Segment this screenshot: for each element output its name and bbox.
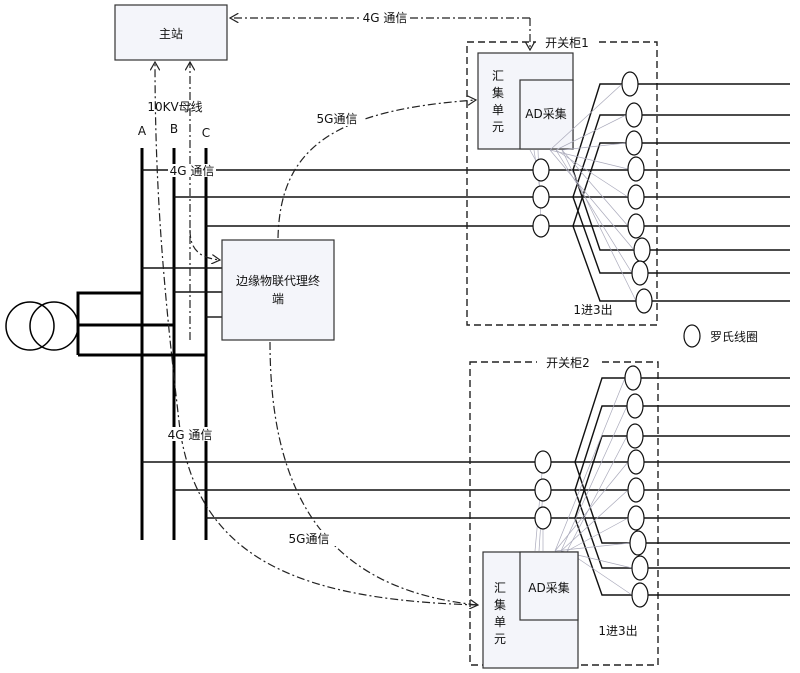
cabinet-2-collector-char: 汇 (494, 581, 506, 595)
rogowski-coil-icon (628, 157, 644, 181)
rogowski-coil-icon (626, 103, 642, 127)
rogowski-coil-icon (628, 185, 644, 209)
rogowski-coil-icon (628, 506, 644, 530)
rogowski-coil-icon (632, 556, 648, 580)
cabinet-2-title: 开关柜2 (546, 356, 590, 370)
fanout-branch (573, 226, 790, 301)
phase-b-label: B (170, 122, 178, 136)
rogowski-coil-icon (627, 394, 643, 418)
rogowski-coil-icon (630, 531, 646, 555)
rogowski-coil-icon (636, 289, 652, 313)
rogowski-coil-icon (628, 450, 644, 474)
cabinet-1-collector-char: 集 (492, 85, 504, 100)
rogowski-coil-icon (628, 478, 644, 502)
rogowski-coil-icon (533, 159, 549, 181)
fanout-branch (573, 197, 790, 273)
cabinet-2-fanout-label: 1进3出 (598, 624, 637, 638)
signal-wire (550, 150, 634, 250)
cabinet-2-collector-char: 集 (494, 597, 506, 612)
rogowski-coil-icon (535, 479, 551, 501)
legend-coil-label: 罗氏线圈 (710, 330, 758, 344)
fanout-branch (575, 406, 790, 490)
fanout-branch (575, 436, 790, 518)
rogowski-coil-icon (622, 72, 638, 96)
cabinet-1-fanout-label: 1进3出 (573, 303, 612, 317)
cabinet-1-collector-char: 元 (492, 120, 504, 134)
edge-terminal-box (222, 240, 334, 340)
rogowski-coil-icon (627, 424, 643, 448)
signal-wire (561, 406, 627, 551)
comm-5g-bottom (270, 342, 478, 605)
cabinet-1-collector-char: 单 (492, 103, 504, 117)
rogowski-coil-icon (625, 366, 641, 390)
rogowski-coil-icon (533, 186, 549, 208)
cabinet-1-collector-char: 汇 (492, 69, 504, 83)
signal-wire (555, 543, 630, 551)
signal-wire (561, 490, 628, 551)
comm-5g-bottom-label: 5G通信 (289, 532, 330, 546)
cabinet-2-collector-char: 元 (494, 632, 506, 646)
transformer-icon (6, 293, 206, 355)
fanout-branch (573, 143, 790, 226)
comm-5g-top-label: 5G通信 (317, 112, 358, 126)
rogowski-coil-icon (533, 215, 549, 237)
comm-4g-bottom-label: 4G 通信 (168, 428, 213, 442)
master-station-label: 主站 (159, 27, 183, 41)
cabinet-1-ad-label: AD采集 (525, 106, 566, 121)
rogowski-coil-icon (632, 583, 648, 607)
legend-coil-icon (684, 325, 700, 347)
cabinet-1-title: 开关柜1 (545, 36, 589, 50)
rogowski-coil-icon (628, 214, 644, 238)
edge-terminal-label-1: 边缘物联代理终 (236, 273, 320, 288)
edge-terminal-label-2: 端 (272, 292, 284, 306)
signal-wire (556, 150, 628, 197)
rogowski-coil-icon (634, 238, 650, 262)
fanout-branch (573, 115, 790, 197)
rogowski-coil-icon (626, 131, 642, 155)
phase-c-label: C (202, 126, 210, 140)
cabinet-2-collector-char: 单 (494, 615, 506, 629)
phase-a-label: A (138, 124, 147, 138)
rogowski-coil-icon (535, 507, 551, 529)
signal-wire (562, 150, 628, 226)
cabinet-2-ad-label: AD采集 (528, 580, 569, 595)
comm-4g-bus-label: 4G 通信 (170, 164, 215, 178)
fanout-branch (573, 84, 790, 170)
rogowski-coil-icon (632, 261, 648, 285)
comm-5g-top (278, 100, 476, 238)
rogowski-coil-icon (535, 451, 551, 473)
comm-4g-top-label: 4G 通信 (363, 11, 408, 25)
